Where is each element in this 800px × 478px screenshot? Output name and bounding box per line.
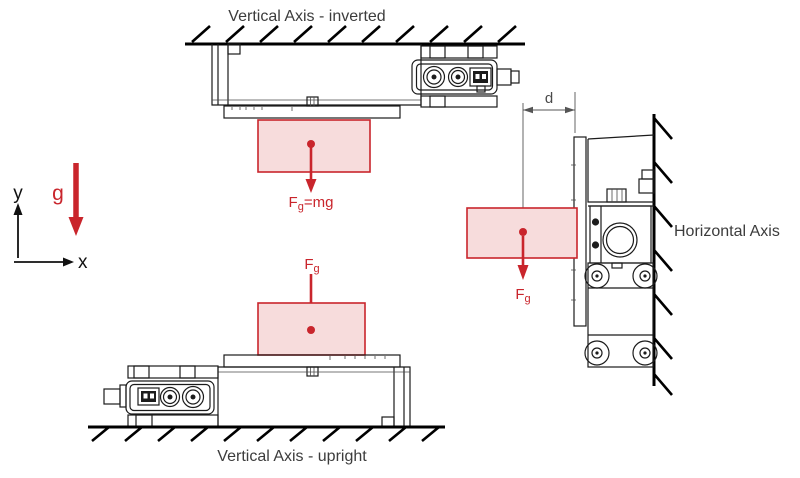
roller-housing: [584, 262, 658, 368]
screw-icon: [591, 241, 600, 249]
title-vertical-upright: Vertical Axis - upright: [217, 448, 367, 465]
roller-icon: [584, 340, 610, 366]
force-arrowhead: [305, 179, 317, 193]
horizontal-stage-drawing: [571, 134, 658, 368]
dimension-d: d: [522, 90, 576, 228]
carriage-tab: [306, 366, 319, 377]
plug-cylinder: [496, 68, 512, 86]
coordinate-system: y x g: [13, 163, 88, 273]
plug-cylinder: [103, 388, 121, 405]
x-axis-arrowhead: [63, 257, 74, 267]
motor-bore-icon: [602, 222, 638, 258]
inverted-assembly: Vertical Axis - inverted: [185, 8, 525, 213]
upright-stage-drawing: [103, 354, 411, 428]
x-axis-label: x: [78, 252, 88, 273]
inverted-connector-block: [411, 59, 520, 95]
y-axis-label: y: [13, 183, 23, 204]
horizontal-assembly: d Fg Horizontal Axis: [466, 90, 780, 396]
dim-arrowhead-right: [565, 106, 575, 114]
inverted-payload: Fg=mg: [257, 119, 371, 213]
screw-icon: [591, 218, 600, 226]
payload-block: [257, 119, 371, 173]
upright-payload: Fg: [257, 256, 366, 356]
inverted-stage-drawing: [211, 43, 520, 119]
floor-hatching: [88, 425, 445, 443]
upright-force-label: Fg: [304, 256, 319, 275]
roller-icon: [584, 263, 610, 289]
title-horizontal-axis: Horizontal Axis: [674, 223, 780, 240]
gravity-arrowhead: [68, 217, 84, 236]
carriage-tab: [606, 188, 627, 203]
round-connector-icon: [181, 385, 205, 409]
motor-block: [589, 205, 652, 269]
dim-arrowhead-left: [523, 106, 533, 114]
force-arrowhead: [517, 265, 529, 280]
center-of-mass-dot: [519, 228, 527, 236]
horizontal-payload: Fg: [466, 207, 578, 305]
dimension-d-label: d: [545, 90, 553, 107]
rect-connector-icon: [137, 387, 160, 406]
round-connector-icon: [159, 386, 181, 408]
center-of-mass-dot: [307, 326, 315, 334]
roller-icon: [632, 340, 658, 366]
round-connector-icon: [447, 66, 469, 88]
roller-icon: [632, 263, 658, 289]
upright-connector-block: [103, 380, 215, 415]
upright-assembly: Fg: [88, 256, 445, 465]
ceiling-hatching: [185, 25, 525, 46]
horizontal-force-label: Fg: [515, 286, 530, 305]
title-vertical-inverted: Vertical Axis - inverted: [228, 8, 385, 25]
carriage-tab: [306, 96, 319, 107]
round-connector-icon: [422, 65, 446, 89]
y-axis-arrowhead: [13, 203, 23, 215]
gravity-label: g: [52, 182, 64, 205]
inverted-force-label: Fg=mg: [289, 194, 334, 213]
wall-hatching: [652, 114, 673, 396]
